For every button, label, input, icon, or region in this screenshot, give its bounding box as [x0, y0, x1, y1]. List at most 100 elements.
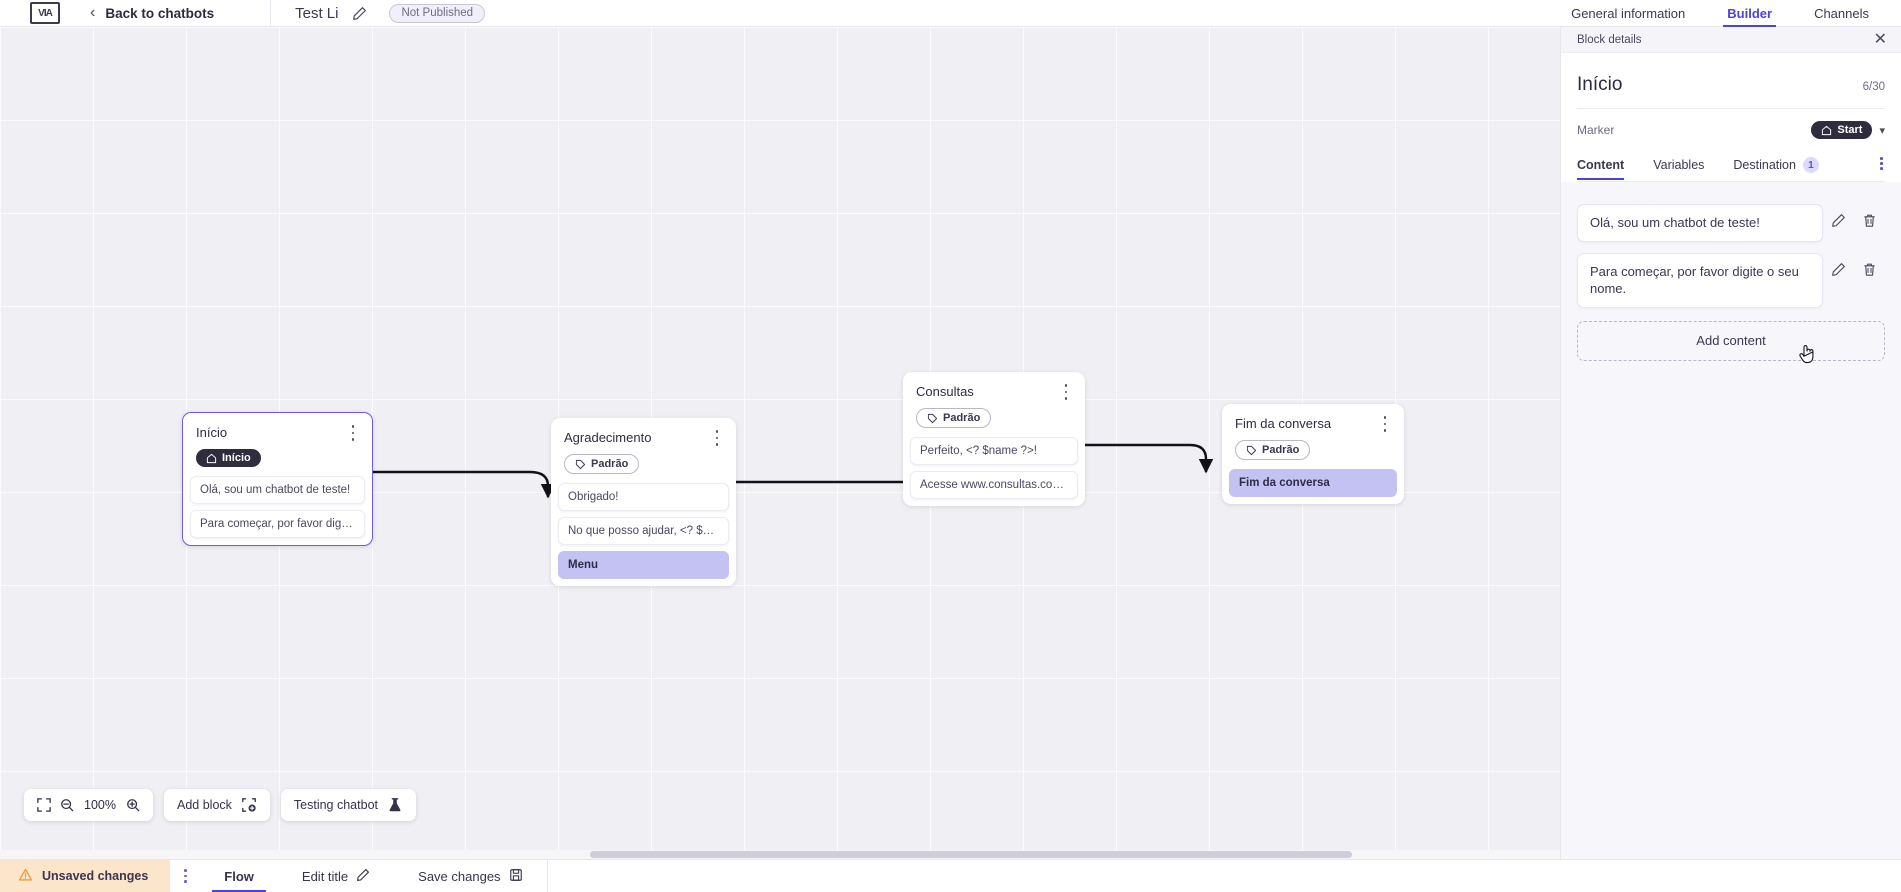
node-chip-default: Padrão — [1235, 440, 1311, 460]
flow-node-agradecimento[interactable]: Agradecimento Padrão Obrigado! No que po… — [551, 418, 736, 586]
flask-icon — [387, 797, 403, 813]
marker-select[interactable]: Start ▾ — [1811, 121, 1885, 139]
tab-variables[interactable]: Variables — [1653, 153, 1704, 180]
testing-chatbot-label: Testing chatbot — [293, 798, 378, 812]
add-content-button[interactable]: Add content — [1577, 320, 1885, 361]
add-block-icon — [241, 797, 257, 813]
logo-glyph: VIA — [38, 7, 53, 19]
testing-chatbot-button[interactable]: Testing chatbot — [280, 789, 416, 821]
content-text[interactable]: Olá, sou um chatbot de teste! — [1577, 204, 1823, 242]
trash-icon[interactable] — [1854, 204, 1885, 228]
canvas-horizontal-scrollbar[interactable] — [0, 850, 1560, 859]
node-menu-button[interactable] — [1059, 384, 1073, 400]
node-menu-button[interactable] — [710, 430, 724, 446]
flow-canvas[interactable]: Início Início Olá, sou um chatbot de tes… — [0, 27, 1560, 859]
marker-chip: Start — [1811, 121, 1873, 139]
pencil-icon[interactable] — [352, 6, 367, 21]
pencil-icon — [356, 868, 370, 885]
tab-channels[interactable]: Channels — [1814, 5, 1869, 21]
save-icon — [509, 868, 523, 885]
tab-destination[interactable]: Destination 1 — [1733, 152, 1819, 181]
flow-node-consultas[interactable]: Consultas Padrão Perfeito, <? $name ?>! … — [903, 372, 1085, 506]
node-chip-label: Padrão — [943, 412, 981, 424]
node-rows: Obrigado! No que posso ajudar, <? $name … — [551, 483, 736, 579]
tab-destination-label: Destination — [1733, 158, 1796, 172]
node-title: Consultas — [916, 384, 974, 399]
chevron-down-icon[interactable]: ▾ — [1879, 124, 1885, 137]
status-badge: Not Published — [389, 3, 486, 23]
bottom-tab-flow-label: Flow — [224, 868, 254, 884]
node-rows: Perfeito, <? $name ?>! Acesse www.consul… — [903, 437, 1085, 499]
node-chip-label: Início — [222, 452, 251, 464]
node-row[interactable]: Obrigado! — [558, 483, 729, 511]
tag-icon — [575, 459, 586, 469]
bottom-menu-button[interactable] — [170, 860, 200, 892]
fit-screen-icon[interactable] — [37, 798, 51, 812]
chatbot-title: Test Li — [295, 4, 339, 22]
panel-overflow-menu[interactable] — [1880, 157, 1883, 176]
node-menu-button[interactable] — [346, 425, 360, 441]
node-rows: Fim da conversa — [1222, 469, 1404, 497]
panel-char-counter: 6/30 — [1862, 81, 1885, 93]
scrollbar-thumb[interactable] — [590, 851, 1352, 858]
bottom-tab-flow[interactable]: Flow — [200, 860, 278, 892]
panel-tabs: Content Variables Destination 1 — [1577, 152, 1885, 182]
home-icon — [206, 453, 217, 463]
home-icon — [1822, 125, 1832, 135]
back-to-chatbots-link[interactable]: Back to chatbots — [105, 5, 215, 21]
panel-title: Início — [1577, 74, 1623, 95]
content-list: Olá, sou um chatbot de teste! Para começ… — [1561, 182, 1901, 308]
add-block-button[interactable]: Add block — [164, 789, 270, 821]
node-row[interactable]: Olá, sou um chatbot de teste! — [190, 476, 365, 504]
node-chip-default: Padrão — [564, 454, 640, 474]
tab-content-label: Content — [1577, 158, 1625, 172]
content-item: Para começar, por favor digite o seu nom… — [1577, 252, 1885, 308]
node-title: Agradecimento — [564, 430, 652, 445]
content-text[interactable]: Para começar, por favor digite o seu nom… — [1577, 252, 1823, 308]
tag-icon — [1246, 445, 1257, 455]
node-header: Fim da conversa Padrão — [1222, 404, 1404, 469]
zoom-level: 100% — [84, 798, 116, 812]
zoom-out-icon[interactable] — [60, 798, 74, 812]
node-row[interactable]: Para começar, por favor digite o ... — [190, 510, 365, 538]
trash-icon[interactable] — [1854, 253, 1885, 277]
panel-header: Block details ✕ — [1561, 27, 1901, 53]
add-block-label: Add block — [177, 798, 232, 812]
node-title: Fim da conversa — [1235, 416, 1332, 431]
node-header: Início Início — [183, 413, 372, 476]
destination-count-badge: 1 — [1802, 157, 1819, 173]
pencil-icon[interactable] — [1823, 253, 1854, 277]
close-icon[interactable]: ✕ — [1873, 30, 1887, 48]
bottom-tab-edit-title-label: Edit title — [301, 868, 349, 884]
panel-title-row: Início 6/30 — [1577, 53, 1885, 109]
node-row[interactable]: Acesse www.consultas.com par... — [910, 471, 1078, 499]
tab-content[interactable]: Content — [1577, 153, 1625, 180]
flow-node-inicio[interactable]: Início Início Olá, sou um chatbot de tes… — [182, 412, 373, 546]
node-row-menu[interactable]: Menu — [558, 551, 729, 579]
canvas-toolbar: 100% Add block Testing chatbot — [24, 789, 416, 821]
bottom-bar: Unsaved changes Flow Edit title Save cha… — [0, 859, 1901, 892]
flow-node-fim-da-conversa[interactable]: Fim da conversa Padrão Fim da conversa — [1222, 404, 1404, 504]
product-logo[interactable]: VIA — [30, 2, 60, 24]
node-row[interactable]: Fim da conversa — [1229, 469, 1397, 497]
marker-value: Start — [1837, 124, 1863, 136]
bottom-tab-edit-title[interactable]: Edit title — [278, 860, 394, 892]
bottom-tab-save-changes-label: Save changes — [418, 868, 501, 884]
zoom-controls[interactable]: 100% — [24, 789, 153, 821]
node-chip-start: Início — [196, 449, 261, 467]
node-row[interactable]: Perfeito, <? $name ?>! — [910, 437, 1078, 465]
node-menu-button[interactable] — [1378, 416, 1392, 432]
bottom-divider — [546, 860, 548, 892]
bottom-tab-save-changes[interactable]: Save changes — [394, 860, 546, 892]
pencil-icon[interactable] — [1823, 204, 1854, 228]
tab-general-information[interactable]: General information — [1571, 5, 1686, 21]
unsaved-changes-indicator: Unsaved changes — [0, 860, 171, 892]
zoom-in-icon[interactable] — [126, 798, 140, 812]
node-row[interactable]: No que posso ajudar, <? $name ... — [558, 517, 729, 545]
back-chevron-icon[interactable]: ‹ — [90, 4, 96, 21]
top-header: VIA ‹ Back to chatbots Test Li Not Publi… — [0, 0, 1901, 27]
panel-body: Início 6/30 Marker Start ▾ Content — [1561, 53, 1901, 182]
tab-builder[interactable]: Builder — [1723, 6, 1776, 27]
node-header: Consultas Padrão — [903, 372, 1085, 437]
unsaved-changes-label: Unsaved changes — [42, 869, 149, 883]
